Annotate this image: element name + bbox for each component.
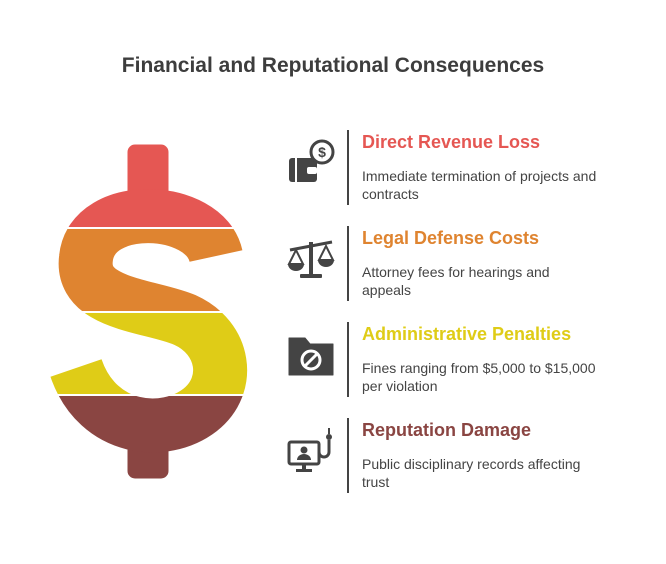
item-heading: Direct Revenue Loss — [362, 132, 541, 152]
item-heading: Reputation Damage — [362, 420, 532, 440]
item-reputation-damage: Reputation Damage Public disciplinary re… — [280, 418, 660, 498]
item-description: Public disciplinary records affecting tr… — [362, 456, 581, 490]
scales-icon — [287, 240, 335, 278]
monitor-hook-icon — [287, 428, 332, 472]
item-description: Immediate termination of projects and co… — [362, 168, 597, 202]
item-heading: Administrative Penalties — [362, 324, 572, 344]
item-administrative-penalties: Administrative Penalties Fines ranging f… — [280, 322, 660, 402]
folder-prohibited-icon — [288, 337, 334, 376]
item-heading: Legal Defense Costs — [362, 228, 540, 248]
wallet-dollar-icon: $ — [289, 139, 335, 182]
divider — [347, 418, 349, 493]
item-description: Fines ranging from $5,000 to $15,000 per… — [362, 360, 596, 394]
item-description: Attorney fees for hearings and appeals — [362, 264, 550, 298]
item-direct-revenue-loss: $ Direct Revenue Loss Immediate terminat… — [280, 130, 660, 210]
svg-text:$: $ — [318, 144, 326, 160]
divider — [347, 130, 349, 205]
item-legal-defense-costs: Legal Defense Costs Attorney fees for he… — [280, 226, 660, 306]
divider — [347, 226, 349, 301]
page-title: Financial and Reputational Consequences — [121, 54, 545, 77]
divider — [347, 322, 349, 397]
